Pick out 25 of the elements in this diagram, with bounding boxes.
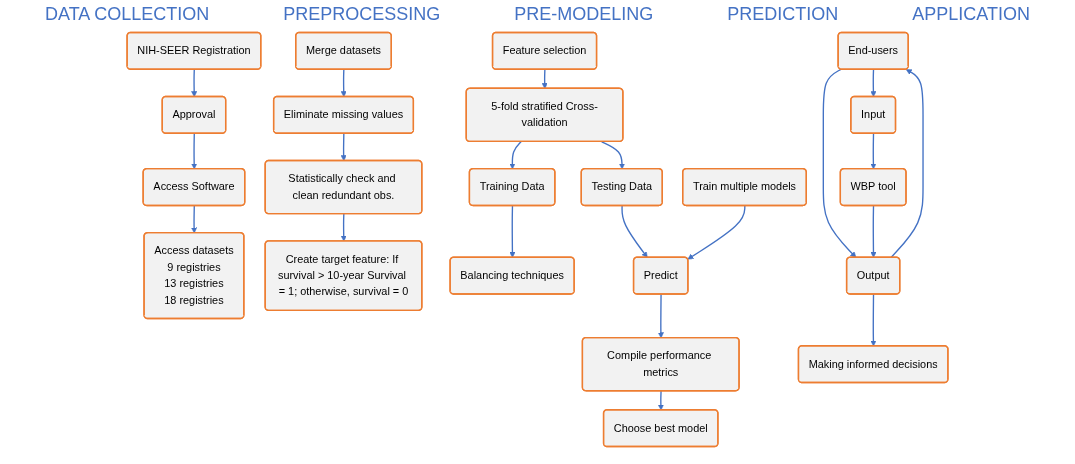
arrow xyxy=(509,205,516,258)
arrow xyxy=(191,132,198,170)
arrow xyxy=(340,68,347,98)
arrow xyxy=(509,141,522,170)
arrow xyxy=(340,132,347,162)
arrow xyxy=(340,213,347,242)
arrow xyxy=(191,68,198,98)
column-heading: APPLICATION xyxy=(912,4,1030,25)
column-heading: PREPROCESSING xyxy=(283,4,441,25)
arrow xyxy=(890,69,924,259)
arrow xyxy=(657,390,664,411)
arrow xyxy=(870,68,877,98)
column-heading: DATA COLLECTION xyxy=(44,4,210,25)
arrow xyxy=(870,132,877,170)
arrow xyxy=(541,68,548,89)
arrow xyxy=(657,293,664,339)
arrow xyxy=(870,293,877,347)
column-heading: PREDICTION xyxy=(727,4,839,25)
arrow xyxy=(822,68,857,258)
arrow xyxy=(601,141,625,170)
arrow xyxy=(621,205,648,258)
arrow xyxy=(870,205,877,258)
column-heading: PRE-MODELING xyxy=(514,4,654,25)
arrow xyxy=(191,205,198,234)
arrow xyxy=(687,205,746,260)
